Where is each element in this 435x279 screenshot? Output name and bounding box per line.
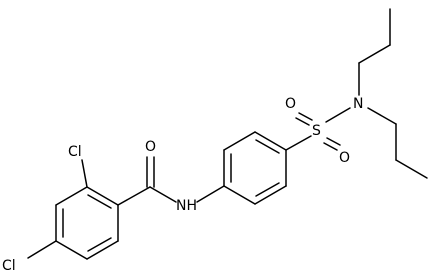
central-phenyl-ring xyxy=(223,131,287,205)
bond xyxy=(55,186,88,206)
atom-label-cl-bottom: Cl xyxy=(2,258,16,274)
bond xyxy=(254,185,287,205)
double-bond-inner xyxy=(87,194,112,209)
double-bond-inner xyxy=(255,139,280,154)
double-bond-inner xyxy=(87,237,112,252)
bond-c-cl-bottom xyxy=(27,240,57,259)
bond-s-n xyxy=(325,107,351,123)
atom-label-sulfonyl-o-bottom: O xyxy=(339,150,350,166)
atom-label-sulfonyl-o-top: O xyxy=(285,96,296,112)
bond-propyl-bottom xyxy=(395,159,428,179)
bond-propyl-top xyxy=(358,44,391,64)
atom-label-sulfonamide-n: N xyxy=(353,96,363,112)
bond-n-propyl-bottom xyxy=(367,107,397,125)
bond-n-ring xyxy=(196,185,225,203)
bond-ring-s xyxy=(285,135,312,151)
atom-label-cl-top: Cl xyxy=(68,144,82,160)
atom-label-sulfur: S xyxy=(312,123,321,139)
bond xyxy=(223,131,256,151)
bond-s-o-top-double xyxy=(295,117,310,126)
bond-carbonyl-n xyxy=(149,186,177,203)
dichlorophenyl-ring xyxy=(55,186,119,260)
bond xyxy=(223,185,256,205)
double-bond-inner xyxy=(255,182,280,197)
bond xyxy=(55,240,88,260)
bond-c-cl-top xyxy=(81,159,88,188)
atom-label-amide-o: O xyxy=(145,139,156,155)
bond-s-o-top xyxy=(298,112,313,121)
bond xyxy=(254,131,287,151)
bond xyxy=(86,240,119,260)
bond-ring-carbonyl xyxy=(117,186,151,206)
atom-label-amide-nh: NH xyxy=(176,198,197,214)
bond-s-o-bottom-double xyxy=(323,142,338,151)
bond-s-o-bottom xyxy=(326,137,341,146)
bond xyxy=(86,186,119,206)
